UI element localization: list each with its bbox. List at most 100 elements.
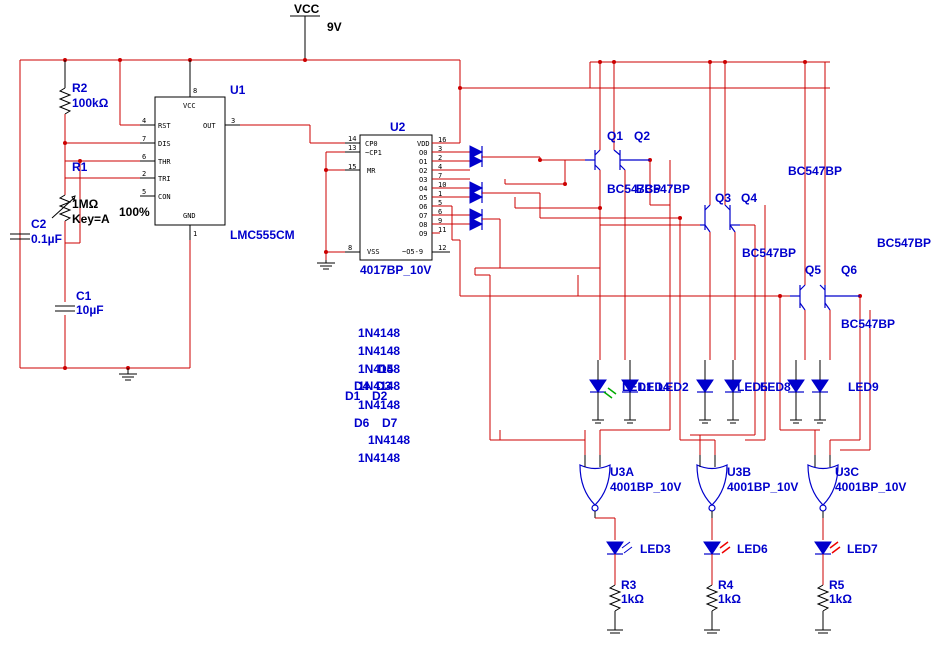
- c2-ref: C2: [31, 217, 47, 231]
- u1-pinnum-1: 1: [193, 230, 197, 238]
- c1-capacitor[interactable]: C1 10µF: [55, 289, 104, 368]
- led6-label: LED6: [737, 542, 768, 556]
- svg-text:O4: O4: [419, 185, 427, 193]
- r1-potentiometer[interactable]: R1 1MΩ Key=A 100%: [51, 143, 150, 290]
- u1-pinnum-4: 4: [142, 117, 146, 125]
- svg-text:O9: O9: [419, 230, 427, 238]
- r3-ref: R3: [621, 578, 637, 592]
- u3b-part: 4001BP_10V: [727, 480, 798, 494]
- u1-pin-tri: TRI: [158, 175, 171, 183]
- nor-gate-u3b[interactable]: U3B 4001BP_10V: [696, 464, 798, 512]
- svg-text:1N4148: 1N4148: [358, 379, 400, 393]
- nor-gate-u3c[interactable]: U3C 4001BP_10V: [807, 464, 906, 512]
- led6-r4[interactable]: LED6 R4 1kΩ: [703, 541, 768, 634]
- u1-pin-out: OUT: [203, 122, 216, 130]
- q1-part: BC547BP: [607, 182, 661, 196]
- svg-text:O1: O1: [419, 158, 427, 166]
- transistor-q5-q6[interactable]: Q5 Q6 BC547BP BC547BP: [790, 236, 931, 360]
- u1-pinnum-7: 7: [142, 135, 146, 143]
- led3-label: LED3: [640, 542, 671, 556]
- svg-text:D6: D6: [354, 416, 370, 430]
- led7-label: LED7: [847, 542, 878, 556]
- svg-text:7: 7: [438, 172, 442, 180]
- r1-key: Key=A: [72, 212, 110, 226]
- svg-text:2: 2: [438, 154, 442, 162]
- q3-part: BC547BP: [788, 164, 842, 178]
- q6-ref: Q6: [841, 263, 857, 277]
- svg-text:1N4148: 1N4148: [358, 326, 400, 340]
- svg-text:O0: O0: [419, 149, 427, 157]
- u1-pinnum-2: 2: [142, 170, 146, 178]
- r1-ref: R1: [72, 160, 88, 174]
- c1-ref: C1: [76, 289, 92, 303]
- led-row-upper[interactable]: LED1 LED4 LED2 LED5 LED8 LED9: [589, 360, 879, 424]
- svg-text:O5: O5: [419, 194, 427, 202]
- svg-text:D1: D1: [345, 389, 361, 403]
- svg-text:10: 10: [438, 181, 446, 189]
- u1-ref: U1: [230, 83, 246, 97]
- u1-pinnum-3: 3: [231, 117, 235, 125]
- svg-text:1N4148: 1N4148: [368, 433, 410, 447]
- svg-text:9: 9: [438, 217, 442, 225]
- u2-pin-15: 15: [348, 163, 356, 171]
- svg-text:O6: O6: [419, 203, 427, 211]
- q2-ref: Q2: [634, 129, 650, 143]
- c1-value: 10µF: [76, 303, 104, 317]
- svg-text:16: 16: [438, 136, 446, 144]
- u1-pin-thr: THR: [158, 158, 171, 166]
- u1-pin-gnd: GND: [183, 212, 196, 220]
- svg-text:11: 11: [438, 226, 446, 234]
- nor-gate-u3a[interactable]: U3A 4001BP_10V: [579, 464, 681, 512]
- q3-ref: Q3: [715, 191, 731, 205]
- r2-resistor[interactable]: R2 100kΩ: [58, 60, 109, 143]
- u2-pin-13: 13: [348, 144, 356, 152]
- svg-text:D5: D5: [378, 362, 394, 376]
- r2-value: 100kΩ: [72, 96, 109, 110]
- c2-capacitor[interactable]: C2 0.1µF: [10, 196, 62, 250]
- svg-text:O8: O8: [419, 221, 427, 229]
- led3-r3[interactable]: LED3 R3 1kΩ: [606, 541, 671, 634]
- u1-wiring: [63, 60, 348, 368]
- r5-value: 1kΩ: [829, 592, 852, 606]
- vcc-source[interactable]: VCC 9V: [290, 2, 342, 60]
- led9-label: LED9: [848, 380, 879, 394]
- svg-text:D4: D4: [354, 379, 370, 393]
- base-wiring: [474, 157, 871, 455]
- r1-setting: 100%: [119, 205, 150, 219]
- u1-pinnum-8: 8: [193, 87, 197, 95]
- u1-pin-vcc: VCC: [183, 102, 196, 110]
- q5-part: BC547BP: [877, 236, 931, 250]
- r2-ref: R2: [72, 81, 88, 95]
- u1-pinnum-6: 6: [142, 153, 146, 161]
- led1-label: LED1: [622, 380, 653, 394]
- u2-4017-counter[interactable]: U2 4017BP_10V 14 CP0 13 ~CP1 15 MR 8 VSS…: [345, 120, 450, 277]
- diode-array[interactable]: [469, 145, 540, 231]
- svg-text:O2: O2: [419, 167, 427, 175]
- vcc-voltage: 9V: [327, 20, 342, 34]
- u3a-ref: U3A: [610, 465, 634, 479]
- u2-pin-14: 14: [348, 135, 356, 143]
- svg-text:1: 1: [438, 190, 442, 198]
- led4-label: LED4: [639, 380, 670, 394]
- svg-text:1N4148: 1N4148: [358, 398, 400, 412]
- svg-text:6: 6: [438, 208, 442, 216]
- transistor-q1-q2[interactable]: Q1 Q2 BC547BP BC547BP: [585, 129, 690, 360]
- led7-r5[interactable]: LED7 R5 1kΩ: [814, 541, 878, 634]
- svg-text:D3: D3: [376, 379, 392, 393]
- u1-555-timer[interactable]: U1 LMC555CM VCC RST DIS THR TRI CON OUT …: [140, 60, 295, 242]
- svg-text:D7: D7: [382, 416, 398, 430]
- q1-ref: Q1: [607, 129, 623, 143]
- q5-ref: Q5: [805, 263, 821, 277]
- u2-pin-cp1: ~CP1: [365, 149, 382, 157]
- transistor-q3-q4[interactable]: Q3 Q4 BC547BP BC547BP: [700, 164, 842, 360]
- diode-labels: 1N4148 1N4148 1N4148 D5 D4 1N4148 D3 D1 …: [345, 326, 410, 465]
- svg-text:1N4148: 1N4148: [358, 344, 400, 358]
- ground-symbol: [119, 368, 137, 381]
- u2-part: 4017BP_10V: [360, 263, 431, 277]
- svg-text:1N4148: 1N4148: [358, 362, 400, 376]
- svg-text:O7: O7: [419, 212, 427, 220]
- led5-label: LED5: [737, 380, 768, 394]
- r1-value: 1MΩ: [72, 197, 99, 211]
